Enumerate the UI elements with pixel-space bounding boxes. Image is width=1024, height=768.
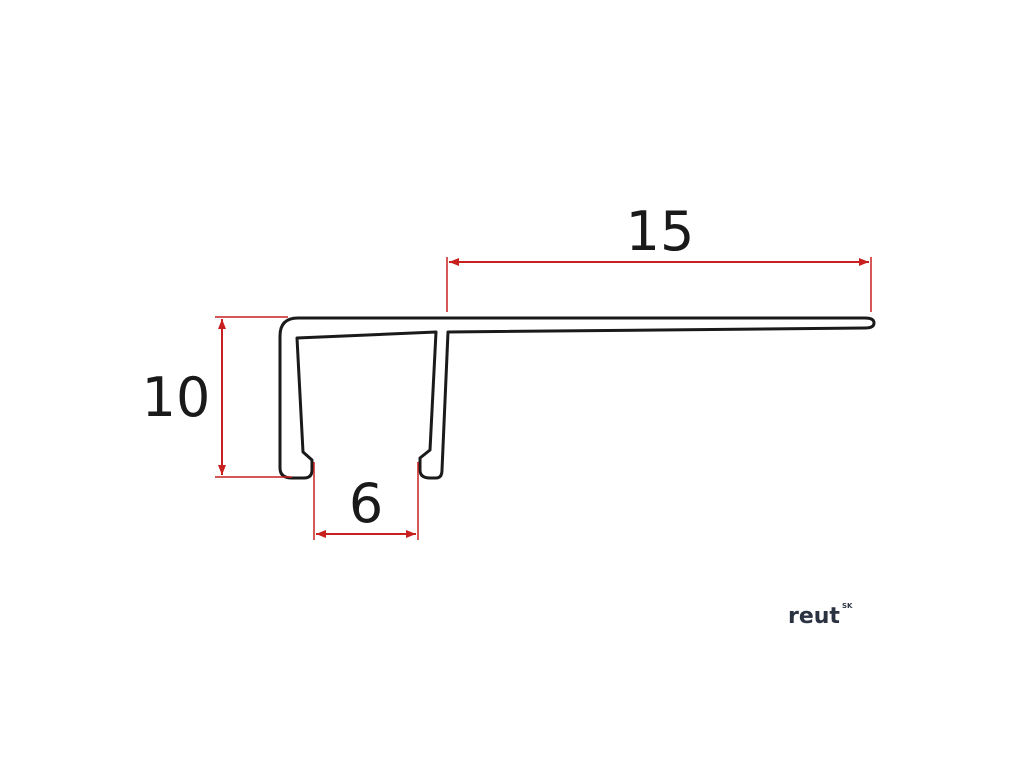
dimension-top: 15	[446, 200, 872, 312]
dimension-label-6: 6	[349, 472, 383, 535]
profile-outline	[278, 316, 876, 480]
dimension-label-15: 15	[626, 200, 695, 263]
dimension-opening: 6	[313, 462, 419, 540]
brand-logo: reut SK	[788, 602, 853, 629]
logo-superscript: SK	[842, 602, 853, 610]
dimension-height: 10	[142, 316, 292, 478]
logo-text: reut	[788, 604, 840, 629]
dimension-label-10: 10	[142, 366, 211, 429]
